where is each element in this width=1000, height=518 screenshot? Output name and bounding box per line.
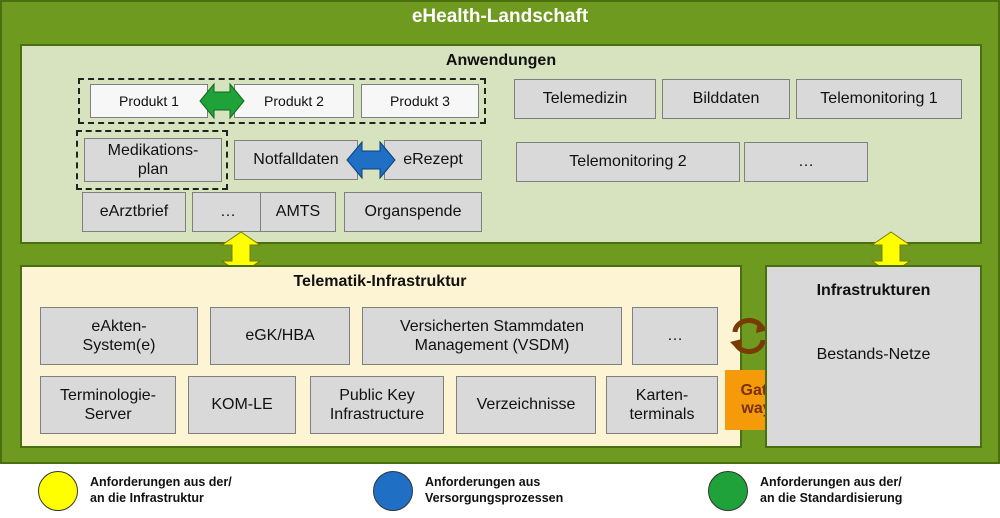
legend-item-standardisierung: Anforderungen aus der/ an die Standardis… bbox=[708, 471, 902, 511]
amts-box: AMTS bbox=[260, 192, 336, 232]
diagram-title: eHealth-Landschaft bbox=[411, 6, 589, 27]
infrastrukturen-panel bbox=[765, 265, 982, 448]
green-circle-icon bbox=[708, 471, 748, 511]
termino-line-1: Terminologie- bbox=[59, 386, 157, 404]
telemedizin-box: Telemedizin bbox=[514, 79, 656, 119]
ellipsis-left-box: … bbox=[192, 192, 264, 232]
bilddaten-box: Bilddaten bbox=[662, 79, 790, 119]
ellipsis-right-box: … bbox=[744, 142, 868, 182]
vsdm-line-2: Management (VSDM) bbox=[414, 337, 570, 354]
verzeichnisse-box: Verzeichnisse bbox=[456, 376, 596, 434]
legend-infrastruktur-line-2: an die Infrastruktur bbox=[90, 491, 204, 505]
anwendungen-header: Anwendungen bbox=[445, 52, 557, 69]
bestands-netze-label: Bestands-Netze bbox=[816, 346, 931, 363]
vsdm-box: Versicherten Stammdaten Management (VSDM… bbox=[362, 307, 622, 365]
produkt-1-box: Produkt 1 bbox=[90, 84, 208, 118]
legend-standard-line-1: Anforderungen aus der/ bbox=[760, 475, 902, 490]
legend-versorgung-line-2: Versorgungsprozessen bbox=[425, 491, 564, 505]
legend-versorgung-line-1: Anforderungen aus bbox=[425, 475, 541, 490]
earztbrief-box: eArztbrief bbox=[82, 192, 186, 232]
karten-line-2: terminals bbox=[629, 406, 695, 423]
medikationsplan-line-2: plan bbox=[137, 161, 169, 178]
produkte-dashed-group bbox=[78, 78, 486, 124]
medikationsplan-box: Medikations- plan bbox=[84, 138, 222, 182]
infrastrukturen-header: Infrastrukturen bbox=[816, 282, 931, 299]
medikationsplan-line-1: Medikations- bbox=[107, 141, 199, 159]
egk-hba-box: eGK/HBA bbox=[210, 307, 350, 365]
public-key-infrastructure-box: Public Key Infrastructure bbox=[310, 376, 444, 434]
telemonitoring-1-box: Telemonitoring 1 bbox=[796, 79, 962, 119]
telemonitoring-2-box: Telemonitoring 2 bbox=[516, 142, 740, 182]
blue-circle-icon bbox=[373, 471, 413, 511]
ti-ellipsis-box: … bbox=[632, 307, 718, 365]
produkt-2-box: Produkt 2 bbox=[234, 84, 354, 118]
kartenterminals-box: Karten- terminals bbox=[606, 376, 718, 434]
eakten-line-2: System(e) bbox=[82, 337, 156, 354]
yellow-circle-icon bbox=[38, 471, 78, 511]
erezept-box: eRezept bbox=[384, 140, 482, 180]
legend-item-versorgungsprozesse: Anforderungen aus Versorgungsprozessen bbox=[373, 471, 563, 511]
pki-line-2: Infrastructure bbox=[329, 406, 425, 423]
kom-le-box: KOM-LE bbox=[188, 376, 296, 434]
notfalldaten-box: Notfalldaten bbox=[234, 140, 358, 180]
organspende-box: Organspende bbox=[344, 192, 482, 232]
pki-line-1: Public Key bbox=[339, 386, 415, 404]
legend-item-infrastruktur: Anforderungen aus der/ an die Infrastruk… bbox=[38, 471, 232, 511]
medikationsplan-dashed-group bbox=[76, 130, 228, 190]
produkt-3-box: Produkt 3 bbox=[361, 84, 479, 118]
eakten-line-1: eAkten- bbox=[91, 317, 147, 335]
terminologie-server-box: Terminologie- Server bbox=[40, 376, 176, 434]
karten-line-1: Karten- bbox=[635, 386, 689, 404]
legend-infrastruktur-line-1: Anforderungen aus der/ bbox=[90, 475, 232, 490]
blue-double-arrow-icon bbox=[346, 140, 396, 180]
eakten-system-box: eAkten- System(e) bbox=[40, 307, 198, 365]
green-double-arrow-icon bbox=[199, 82, 245, 120]
termino-line-2: Server bbox=[84, 406, 132, 423]
legend-standard-line-2: an die Standardisierung bbox=[760, 491, 903, 505]
telematik-infrastruktur-header: Telematik-Infrastruktur bbox=[293, 273, 467, 290]
vsdm-line-1: Versicherten Stammdaten bbox=[399, 317, 585, 335]
